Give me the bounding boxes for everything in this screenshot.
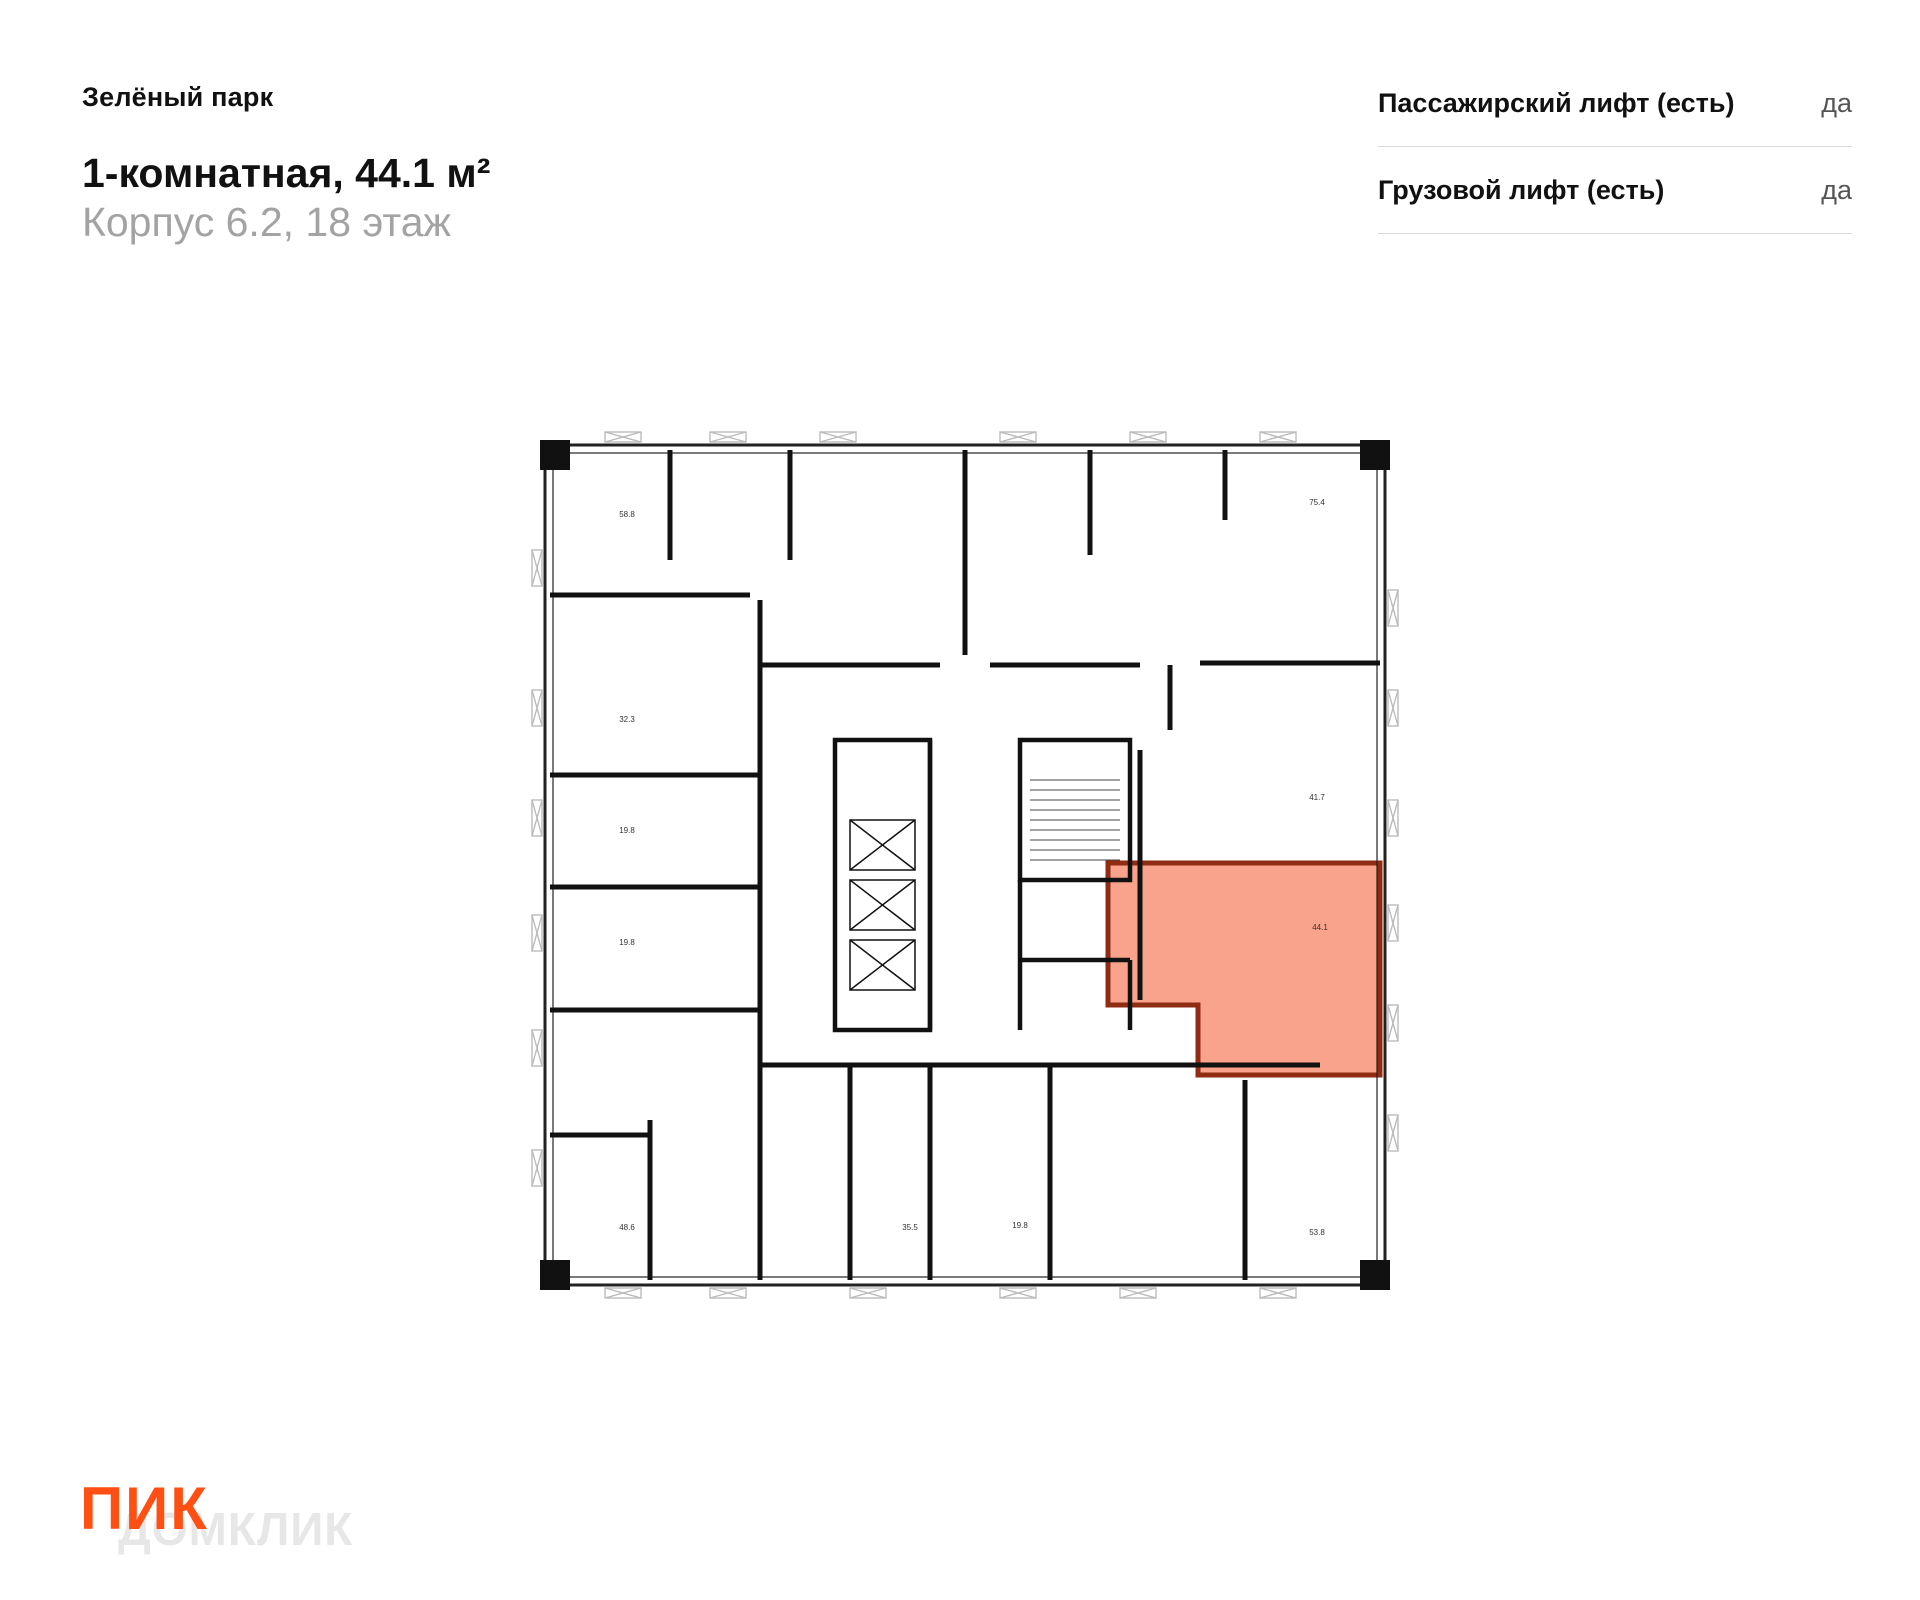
area-label: 53.8 xyxy=(1309,1228,1325,1237)
window xyxy=(1387,1004,1399,1042)
window xyxy=(1119,1287,1157,1299)
window-cross xyxy=(1259,1287,1297,1299)
window-cross xyxy=(709,431,747,443)
window-cross xyxy=(709,1287,747,1299)
window xyxy=(1259,431,1297,443)
area-label: 19.8 xyxy=(1012,1221,1028,1230)
window-cross xyxy=(531,549,543,587)
window-cross xyxy=(531,914,543,952)
window-cross xyxy=(1387,689,1399,727)
window-cross xyxy=(1129,431,1167,443)
outer-wall xyxy=(543,443,1387,1287)
brand: ДОМКЛИК ПИК xyxy=(80,1475,440,1555)
window xyxy=(531,549,543,587)
partition-walls xyxy=(550,450,1380,1280)
area-labels: 58.8 75.4 32.3 41.7 19.8 19.8 44.1 48.6 … xyxy=(619,498,1328,1237)
window-cross xyxy=(999,431,1037,443)
feature-passenger-lift: Пассажирский лифт (есть) да xyxy=(1378,60,1852,147)
feature-freight-lift: Грузовой лифт (есть) да xyxy=(1378,147,1852,234)
window xyxy=(531,799,543,837)
window xyxy=(531,689,543,727)
window-cross xyxy=(999,1287,1037,1299)
window-cross xyxy=(531,1029,543,1067)
window-cross xyxy=(1119,1287,1157,1299)
feature-value: да xyxy=(1821,174,1852,205)
complex-name: Зелёный парк xyxy=(82,82,274,112)
floor-plan-svg: 58.8 75.4 32.3 41.7 19.8 19.8 44.1 48.6 … xyxy=(531,431,1399,1299)
area-label: 44.1 xyxy=(1312,923,1328,932)
window xyxy=(999,431,1037,443)
stairs xyxy=(1030,779,1120,861)
window xyxy=(604,431,642,443)
window xyxy=(531,1029,543,1067)
feature-value: да xyxy=(1821,87,1852,118)
window xyxy=(1259,1287,1297,1299)
window-cross xyxy=(849,1287,887,1299)
window xyxy=(604,1287,642,1299)
window xyxy=(709,1287,747,1299)
window-cross xyxy=(604,431,642,443)
window xyxy=(849,1287,887,1299)
core xyxy=(832,737,1133,1033)
selected-apartment[interactable] xyxy=(1105,860,1383,1078)
feature-label: Грузовой лифт (есть) xyxy=(1378,174,1665,205)
window xyxy=(1387,689,1399,727)
corner-column xyxy=(1360,1260,1390,1290)
window-cross xyxy=(1387,589,1399,627)
area-label: 41.7 xyxy=(1309,793,1325,802)
window-cross xyxy=(604,1287,642,1299)
window-cross xyxy=(531,1149,543,1187)
area-label: 19.8 xyxy=(619,938,635,947)
window xyxy=(999,1287,1037,1299)
window-cross xyxy=(531,799,543,837)
window-cross xyxy=(1259,431,1297,443)
pik-logo: ПИК xyxy=(80,1475,209,1542)
lift-shafts xyxy=(849,819,916,991)
window-cross xyxy=(1387,799,1399,837)
corner-column xyxy=(540,1260,570,1290)
area-label: 48.6 xyxy=(619,1223,635,1232)
area-label: 19.8 xyxy=(619,826,635,835)
window xyxy=(819,431,857,443)
window-cross xyxy=(531,689,543,727)
window-cross xyxy=(819,431,857,443)
area-label: 75.4 xyxy=(1309,498,1325,507)
area-label: 58.8 xyxy=(619,510,635,519)
window xyxy=(1387,799,1399,837)
floor-plan: 58.8 75.4 32.3 41.7 19.8 19.8 44.1 48.6 … xyxy=(520,420,1420,1325)
window xyxy=(531,914,543,952)
domclick-watermark: ДОМКЛИК xyxy=(118,1503,354,1555)
window xyxy=(709,431,747,443)
flat-title: 1-комнатная, 44.1 м² xyxy=(82,150,491,196)
area-label: 32.3 xyxy=(619,715,635,724)
window-cross xyxy=(1387,904,1399,942)
corner-column xyxy=(1360,440,1390,470)
windows xyxy=(531,431,1399,1299)
window xyxy=(1129,431,1167,443)
window-cross xyxy=(1387,1004,1399,1042)
features-list: Пассажирский лифт (есть) да Грузовой лиф… xyxy=(1378,60,1852,234)
feature-label: Пассажирский лифт (есть) xyxy=(1378,87,1735,118)
window xyxy=(1387,904,1399,942)
window xyxy=(1387,589,1399,627)
window xyxy=(1387,1114,1399,1152)
header: Зелёный парк 1-комнатная, 44.1 м² Корпус… xyxy=(82,82,490,247)
area-label: 35.5 xyxy=(902,1223,918,1232)
window-cross xyxy=(1387,1114,1399,1152)
building-floor: Корпус 6.2, 18 этаж xyxy=(82,199,451,245)
corner-column xyxy=(540,440,570,470)
window xyxy=(531,1149,543,1187)
